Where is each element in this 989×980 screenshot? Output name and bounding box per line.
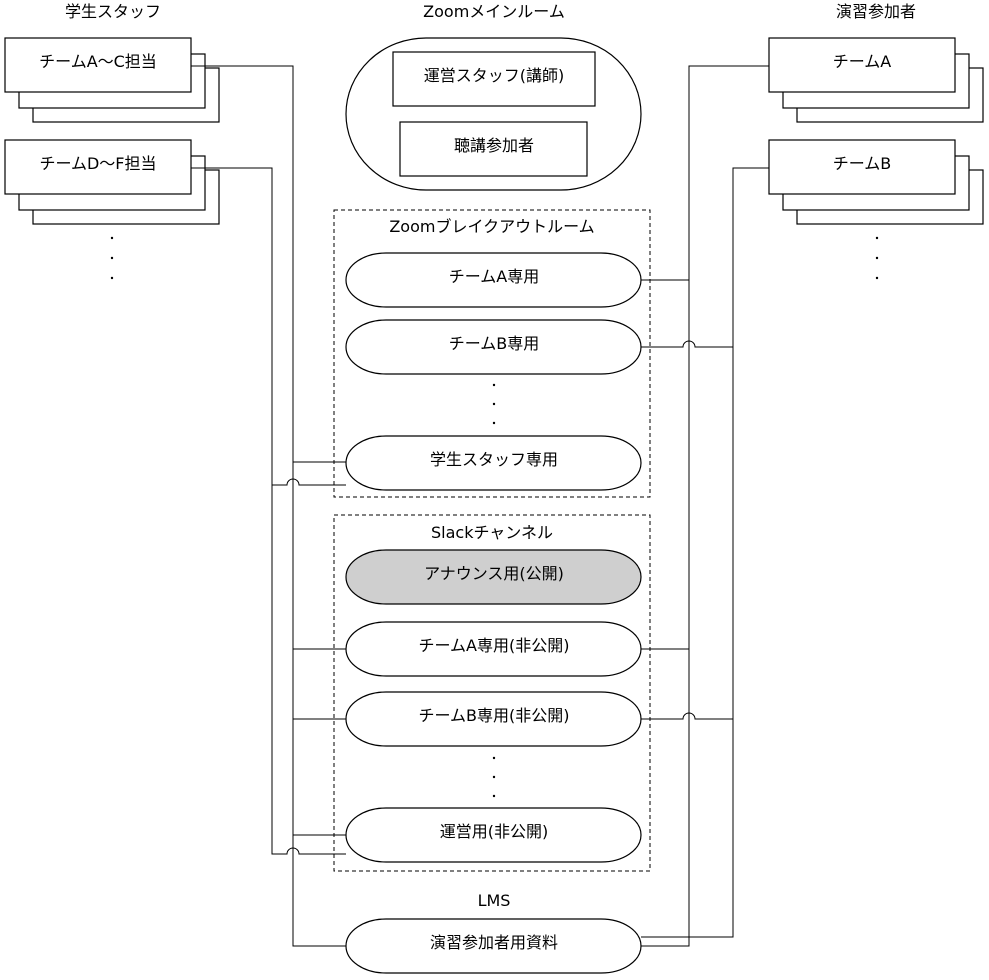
slack-team-a-label: チームA専用(非公開) — [419, 636, 570, 655]
student-staff-box-1 — [4, 37, 192, 93]
slack-team-b-label: チームB専用(非公開) — [419, 706, 570, 725]
zoom-main-audience-box — [399, 121, 588, 177]
participants-team-b-group: チームB — [768, 139, 984, 225]
breakout-header: Zoomブレイクアウトルーム — [389, 217, 594, 236]
zoom-main-staff-box — [392, 51, 596, 107]
student-staff-label-1: チームA〜C担当 — [39, 52, 157, 71]
slack-section: Slackチャンネル アナウンス用(公開) チームA専用(非公開) チームB専用… — [333, 514, 651, 872]
student-staff-more-dots — [110, 236, 114, 280]
header-zoom-main: Zoomメインルーム — [423, 2, 565, 21]
participants-team-a-label: チームA — [833, 52, 892, 71]
participants-more-dots — [875, 236, 879, 280]
slack-announce-label: アナウンス用(公開) — [424, 564, 564, 583]
student-staff-box-2 — [4, 139, 192, 195]
slack-header: Slackチャンネル — [431, 523, 553, 542]
breakout-dashed-frame — [333, 209, 651, 498]
connectors-student-staff-1 — [191, 65, 346, 947]
participants-team-a-box — [768, 37, 956, 93]
slack-announce-pill — [345, 549, 642, 605]
student-staff-label-2: チームD〜F担当 — [39, 154, 156, 173]
lms-header: LMS — [478, 891, 511, 910]
breakout-student-staff-pill — [345, 435, 642, 491]
breakout-student-staff-label: 学生スタッフ専用 — [430, 450, 558, 469]
header-participants: 演習参加者 — [836, 2, 916, 21]
connectors-student-staff-2 — [191, 167, 346, 855]
header-student-staff: 学生スタッフ — [65, 2, 161, 21]
lms-materials-label: 演習参加者用資料 — [430, 933, 558, 952]
participants-team-a-group: チームA — [768, 37, 984, 123]
zoom-main-staff-label: 運営スタッフ(講師) — [424, 66, 565, 85]
connectors-team-b — [641, 167, 769, 938]
breakout-section: Zoomブレイクアウトルーム チームA専用 チームB専用 学生スタッフ専用 — [333, 209, 651, 498]
participants-team-b-box — [768, 139, 956, 195]
connectors-team-a — [641, 65, 769, 947]
zoom-main-audience-label: 聴講参加者 — [454, 136, 534, 155]
lms-section: LMS 演習参加者用資料 — [345, 891, 642, 974]
breakout-team-a-label: チームA専用 — [449, 267, 539, 286]
zoom-main-room: 運営スタッフ(講師) 聴講参加者 — [345, 37, 642, 191]
slack-dashed-frame — [333, 514, 651, 872]
participants-team-b-label: チームB — [833, 154, 892, 173]
student-staff-group-1: チームA〜C担当 — [4, 37, 220, 123]
slack-ops-label: 運営用(非公開) — [440, 822, 549, 841]
breakout-team-b-label: チームB専用 — [449, 334, 540, 353]
student-staff-group-2: チームD〜F担当 — [4, 139, 220, 225]
